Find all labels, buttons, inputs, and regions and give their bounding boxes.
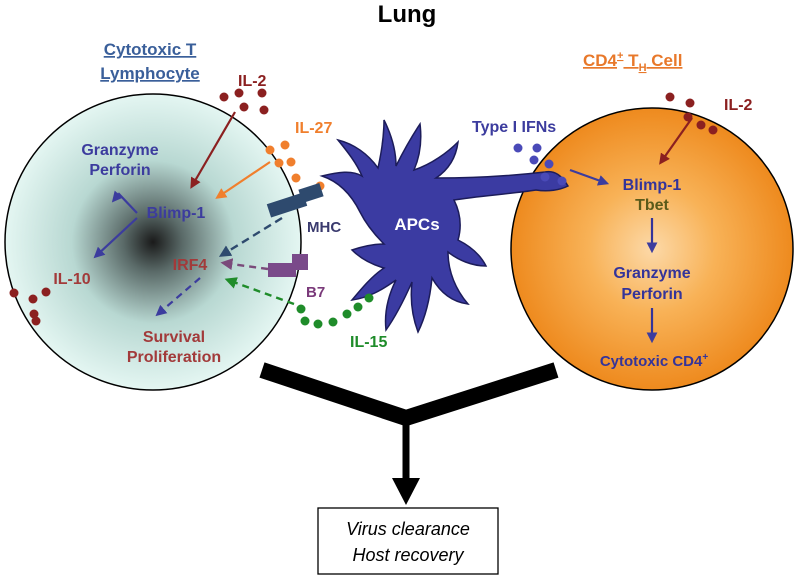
il15-dots bbox=[296, 293, 374, 329]
il27-dots bbox=[265, 140, 325, 191]
b7-label: B7 bbox=[306, 284, 325, 301]
blimp1-to-granzyme-arrow bbox=[111, 190, 138, 214]
b7-to-irf4-arrow bbox=[220, 258, 269, 271]
mhc-to-irf4-arrow bbox=[218, 216, 283, 257]
ctl-blimp1-label: Blimp-1 bbox=[147, 205, 206, 222]
convergence-bracket bbox=[259, 362, 559, 427]
ctl-perforin-label: Perforin bbox=[89, 162, 150, 179]
cd4-perforin-label: Perforin bbox=[621, 286, 682, 303]
ctl-il2-label: IL-2 bbox=[238, 73, 267, 90]
ctl-granzyme-label: Granzyme bbox=[81, 142, 158, 159]
apc-cell-body bbox=[319, 119, 570, 334]
convergence-arrowhead bbox=[392, 478, 420, 505]
proliferation-label: Proliferation bbox=[127, 349, 221, 366]
ctl-cell bbox=[4, 93, 302, 391]
cd4-granzyme-label: Granzyme bbox=[613, 265, 690, 282]
il27-arrow bbox=[215, 161, 271, 199]
ctl-heading-line1: Cytotoxic T bbox=[104, 40, 197, 59]
il2-arrow-ctl bbox=[190, 111, 236, 189]
mhc-receptor bbox=[266, 182, 324, 218]
il15-label: IL-15 bbox=[350, 334, 387, 351]
il10-label: IL-10 bbox=[53, 271, 90, 288]
outcome-box bbox=[317, 507, 499, 575]
ctl-il2-dots bbox=[219, 88, 269, 115]
cd4-blimp1-label: Blimp-1 bbox=[623, 177, 682, 194]
b7-receptor bbox=[268, 254, 308, 277]
cytotoxic-cd4-label: Cytotoxic CD4+ bbox=[600, 352, 709, 370]
ifn-to-blimp1-arrow bbox=[569, 168, 610, 186]
apc-label: APCs bbox=[394, 215, 439, 234]
ctl-heading-line2: Lymphocyte bbox=[100, 64, 200, 83]
type1-ifns-label: Type I IFNs bbox=[472, 119, 556, 136]
ctl-cell-body bbox=[4, 93, 302, 391]
blimp1-to-il10-arrow bbox=[93, 217, 138, 259]
il2-arrow-cd4 bbox=[659, 117, 693, 165]
survival-label: Survival bbox=[143, 329, 205, 346]
type1-ifns-dots bbox=[513, 143, 567, 186]
outcome-line2: Host recovery bbox=[352, 545, 464, 565]
outcome-line1: Virus clearance bbox=[346, 519, 470, 539]
mhc-label: MHC bbox=[307, 219, 341, 236]
il27-label: IL-27 bbox=[295, 120, 332, 137]
cd4-heading: CD4+ TH Cell bbox=[583, 50, 682, 74]
page-title: Lung bbox=[378, 1, 437, 28]
il10-dots bbox=[9, 287, 51, 326]
cd4-il2-label: IL-2 bbox=[724, 97, 753, 114]
irf4-label: IRF4 bbox=[173, 257, 208, 274]
irf4-to-survival-arrow bbox=[155, 277, 201, 317]
tbet-label: Tbet bbox=[635, 197, 669, 214]
cd4-il2-dots bbox=[665, 92, 718, 135]
